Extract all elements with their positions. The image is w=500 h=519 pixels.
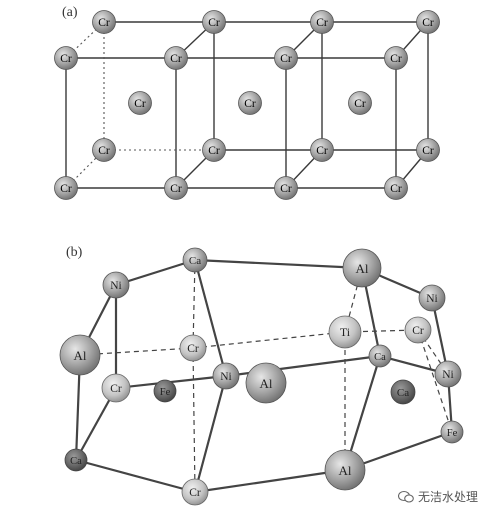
atom-cr: Cr xyxy=(164,176,188,200)
svg-text:Al: Al xyxy=(74,348,87,363)
atom-ca-mid-right: Ca xyxy=(368,344,392,368)
svg-text:Cr: Cr xyxy=(316,17,328,29)
svg-text:Cr: Cr xyxy=(170,183,182,195)
atom-cr: Cr xyxy=(92,138,116,162)
svg-text:Ni: Ni xyxy=(442,369,454,381)
hidden-bond xyxy=(65,149,105,189)
svg-text:Cr: Cr xyxy=(316,145,328,157)
svg-text:Cr: Cr xyxy=(244,98,256,110)
svg-text:Cr: Cr xyxy=(208,145,220,157)
atom-cr: Cr xyxy=(54,176,78,200)
atom-fe-right: Fe xyxy=(440,420,464,444)
atom-cr: Cr xyxy=(164,46,188,70)
svg-text:Fe: Fe xyxy=(447,428,458,439)
watermark-text: 无洁水处理 xyxy=(418,490,479,504)
atom-cr: Cr xyxy=(274,46,298,70)
watermark: 无洁水处理 xyxy=(398,488,478,505)
svg-text:Ni: Ni xyxy=(220,371,232,383)
svg-text:Cr: Cr xyxy=(110,383,122,395)
atom-cr-body-center: Cr xyxy=(128,91,152,115)
svg-text:Ca: Ca xyxy=(70,456,82,467)
bond xyxy=(193,258,228,378)
atom-ni-top-left: Ni xyxy=(102,271,130,299)
atom-ca-bottom-left: Ca xyxy=(64,448,88,472)
bond xyxy=(193,374,228,494)
atom-cr: Cr xyxy=(416,10,440,34)
atom-cr: Cr xyxy=(310,10,334,34)
atom-ni-right-upper: Ni xyxy=(418,284,446,312)
atom-cr-left: Cr xyxy=(101,373,131,403)
svg-text:Cr: Cr xyxy=(208,17,220,29)
atom-cr-right: Cr xyxy=(404,316,432,344)
atom-cr: Cr xyxy=(202,10,226,34)
svg-text:Cr: Cr xyxy=(412,325,424,337)
atom-al-left: Al xyxy=(59,334,101,376)
hidden-bond xyxy=(192,331,346,349)
atom-cr: Cr xyxy=(416,138,440,162)
panel-a-hidden-bonds xyxy=(65,21,214,189)
svg-text:Ni: Ni xyxy=(426,293,438,305)
hidden-bond xyxy=(192,259,196,349)
panel-a-atoms: Cr Cr Cr Cr Cr Cr Cr Cr Cr Cr Cr Cr Cr C… xyxy=(54,10,440,200)
svg-text:Cr: Cr xyxy=(187,343,199,355)
svg-text:Cr: Cr xyxy=(60,53,72,65)
svg-text:Ca: Ca xyxy=(397,387,409,399)
bond xyxy=(193,468,347,494)
svg-text:Cr: Cr xyxy=(60,183,72,195)
svg-text:Cr: Cr xyxy=(134,98,146,110)
svg-text:Al: Al xyxy=(356,261,369,276)
panel-a-label: (a) xyxy=(62,5,78,20)
atom-cr: Cr xyxy=(202,138,226,162)
bond xyxy=(193,258,364,270)
atom-cr: Cr xyxy=(384,46,408,70)
hidden-bond xyxy=(65,21,105,59)
panel-a: (a) xyxy=(54,5,440,200)
panel-b-atoms: Ca Cr Ti Cr Ca Al Ni Ni Al Ca Ni Fe Cr N… xyxy=(59,247,464,506)
svg-text:Ti: Ti xyxy=(340,325,351,339)
atom-ni-right-lower: Ni xyxy=(434,360,462,388)
atom-cr-bottom: Cr xyxy=(181,478,209,506)
svg-text:Cr: Cr xyxy=(390,183,402,195)
svg-text:Al: Al xyxy=(339,463,352,478)
atom-cr-mid: Cr xyxy=(179,334,207,362)
svg-text:Ca: Ca xyxy=(374,352,386,363)
atom-cr: Cr xyxy=(310,138,334,162)
atom-ti: Ti xyxy=(328,315,362,349)
atom-cr: Cr xyxy=(274,176,298,200)
svg-text:Cr: Cr xyxy=(98,145,110,157)
panel-b: (b) xyxy=(59,245,464,506)
svg-text:Cr: Cr xyxy=(280,53,292,65)
atom-al-bottom: Al xyxy=(324,449,366,491)
svg-text:Ni: Ni xyxy=(110,280,122,292)
atom-cr: Cr xyxy=(54,46,78,70)
atom-al-center: Al xyxy=(245,362,287,404)
svg-text:Cr: Cr xyxy=(98,17,110,29)
svg-text:Cr: Cr xyxy=(354,98,366,110)
panel-b-label: (b) xyxy=(66,245,83,260)
svg-text:Cr: Cr xyxy=(280,183,292,195)
atom-cr-body-center: Cr xyxy=(238,91,262,115)
atom-ca-inner: Ca xyxy=(390,379,416,405)
svg-text:Al: Al xyxy=(260,376,273,391)
svg-text:Cr: Cr xyxy=(170,53,182,65)
atom-cr: Cr xyxy=(92,10,116,34)
atom-ni-center: Ni xyxy=(212,362,240,390)
atom-cr-body-center: Cr xyxy=(348,91,372,115)
svg-text:Cr: Cr xyxy=(189,487,201,499)
svg-text:Cr: Cr xyxy=(422,145,434,157)
atom-cr: Cr xyxy=(384,176,408,200)
bond xyxy=(114,258,197,287)
svg-text:Cr: Cr xyxy=(390,53,402,65)
svg-text:Cr: Cr xyxy=(422,17,434,29)
svg-text:Fe: Fe xyxy=(160,387,171,398)
atom-fe-center: Fe xyxy=(153,379,177,403)
atom-ca-top: Ca xyxy=(182,247,208,273)
bond xyxy=(74,458,197,494)
svg-text:Ca: Ca xyxy=(189,255,201,267)
hidden-bond xyxy=(192,347,196,493)
chat-bubble-icon xyxy=(398,490,414,503)
atom-al-top-right: Al xyxy=(342,248,382,288)
